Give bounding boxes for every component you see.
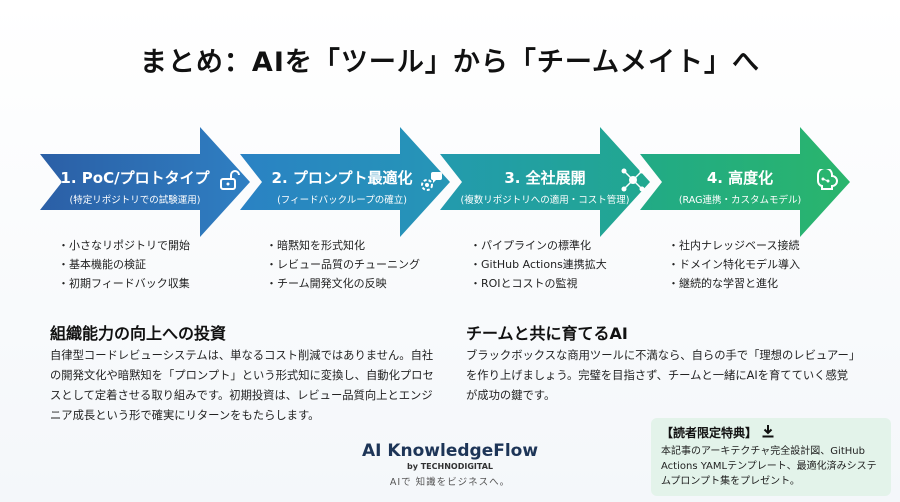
- brand-name: AI KnowledgeFlow: [361, 441, 539, 461]
- list-item: チーム開発文化の反映: [266, 274, 420, 293]
- brand-tagline: AIで 知識をビジネスへ。: [389, 477, 511, 488]
- list-item: 社内ナレッジベース接続: [668, 236, 800, 255]
- list-item: 初期フィードバック収集: [58, 274, 190, 293]
- stage-3-bullets: パイプラインの標準化 GitHub Actions連携拡大 ROIとコストの監視: [470, 236, 607, 293]
- stage-2-arrow: [240, 127, 450, 237]
- stage-2: 2. プロンプト最適化 (フィードバックループの確立): [240, 127, 500, 237]
- ai-brain-icon: [812, 169, 838, 195]
- stage-1-name: 1. PoC/プロトタイプ: [60, 169, 210, 187]
- unlock-icon: [218, 169, 244, 195]
- left-section-body: 自律型コードレビューシステムは、単なるコスト削減ではありません。自社の開発文化や…: [50, 349, 434, 422]
- stage-1-arrow: [40, 127, 250, 237]
- left-section-heading: 組織能力の向上への投資: [50, 324, 227, 343]
- gear-chat-icon: [418, 169, 444, 195]
- brand-by: by TECHNODIGITAL: [407, 462, 493, 471]
- list-item: ROIとコストの監視: [470, 274, 607, 293]
- right-section-heading: チームと共に育てるAI: [466, 324, 628, 343]
- stage-2-name: 2. プロンプト最適化: [271, 169, 413, 187]
- page-title: まとめ：AIを「ツール」から「チームメイト」へ: [139, 47, 761, 78]
- list-item: 継続的な学習と進化: [668, 274, 800, 293]
- stage-2-bullets: 暗黙知を形式知化 レビュー品質のチューニング チーム開発文化の反映: [266, 236, 420, 293]
- stage-4-bullets: 社内ナレッジベース接続 ドメイン特化モデル導入 継続的な学習と進化: [668, 236, 800, 293]
- stage-2-sub: (フィードバックループの確立): [277, 195, 407, 206]
- list-item: パイプラインの標準化: [470, 236, 607, 255]
- stage-1-bullets: 小さなリポジトリで開始 基本機能の検証 初期フィードバック収集: [58, 236, 190, 293]
- stage-4-sub: (RAG連携・カスタムモデル): [678, 195, 802, 206]
- list-item: 基本機能の検証: [58, 255, 190, 274]
- list-item: 暗黙知を形式知化: [266, 236, 420, 255]
- stage-3-arrow: [440, 127, 650, 237]
- stage-4-name: 4. 高度化: [706, 169, 774, 187]
- brand-logo: AI KnowledgeFlow by TECHNODIGITAL AIで 知識…: [330, 441, 570, 488]
- bonus-heading: 【読者限定特典】: [661, 426, 758, 440]
- process-flow: 1. PoC/プロトタイプ (特定リポジトリでの試験運用) 2. プロンプト最適…: [40, 127, 890, 237]
- reader-bonus-box: 【読者限定特典】 本記事のアーキテクチャ完全設計図、GitHub Actions…: [651, 418, 891, 496]
- list-item: GitHub Actions連携拡大: [470, 255, 607, 274]
- download-icon: [761, 424, 775, 441]
- stage-4-arrow: [640, 127, 850, 237]
- list-item: 小さなリポジトリで開始: [58, 236, 190, 255]
- stage-3-name: 3. 全社展開: [504, 169, 586, 187]
- stage-3: 3. 全社展開 (複数リポジトリへの適用・コスト管理): [440, 127, 700, 237]
- stage-1-sub: (特定リポジトリでの試験運用): [69, 195, 201, 206]
- bonus-body: 本記事のアーキテクチャ完全設計図、GitHub Actions YAMLテンプレ…: [661, 446, 877, 487]
- stage-3-sub: (複数リポジトリへの適用・コスト管理): [460, 195, 630, 206]
- stage-1: 1. PoC/プロトタイプ (特定リポジトリでの試験運用): [40, 127, 295, 237]
- network-icon: [620, 167, 646, 193]
- right-section-body: ブラックボックスな商用ツールに不満なら、自らの手で「理想のレビュアー」を作り上げ…: [466, 349, 855, 402]
- list-item: レビュー品質のチューニング: [266, 255, 420, 274]
- stage-4: 4. 高度化 (RAG連携・カスタムモデル): [640, 127, 890, 237]
- list-item: ドメイン特化モデル導入: [668, 255, 800, 274]
